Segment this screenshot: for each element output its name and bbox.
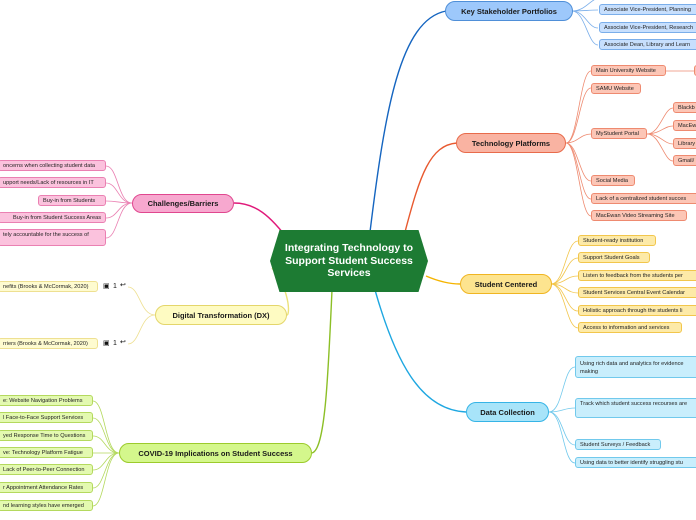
topic-dx[interactable]: Digital Transformation (DX): [155, 305, 287, 325]
topic-covid[interactable]: COVID-19 Implications on Student Success: [119, 443, 312, 463]
link-icon[interactable]: ↩: [120, 339, 126, 346]
leaf-platform-link[interactable]: [694, 65, 696, 76]
leaf-dx[interactable]: nefits (Brooks & McCormak, 2020): [0, 281, 98, 292]
leaf-challenge[interactable]: tely accountable for the success of: [0, 229, 106, 246]
link-icon[interactable]: ↩: [120, 282, 126, 289]
comment-icon[interactable]: ▣: [103, 283, 110, 290]
topic-stakeholders[interactable]: Key Stakeholder Portfolios: [445, 1, 573, 21]
leaf-data-collection[interactable]: Using rich data and analytics for eviden…: [575, 356, 696, 378]
leaf-challenge[interactable]: oncerns when collecting student data: [0, 160, 106, 171]
leaf-portal-item[interactable]: Gmail/: [673, 155, 696, 166]
topic-data-collection[interactable]: Data Collection: [466, 402, 549, 422]
connector-data-collection: [374, 289, 467, 413]
leaf-platform[interactable]: MacEwan Video Streaming Site: [591, 210, 687, 221]
leaf-portal-item[interactable]: Blackb: [673, 102, 696, 113]
topic-stakeholders-label: Key Stakeholder Portfolios: [461, 6, 557, 16]
leaf-covid[interactable]: e: Website Navigation Problems: [0, 395, 93, 406]
leaf-challenge[interactable]: Buy-in from Student Success Areas: [0, 212, 106, 223]
leaf-platform[interactable]: Main University Website: [591, 65, 666, 76]
connector-platforms: [404, 142, 458, 233]
leaf-platform[interactable]: Social Media: [591, 175, 635, 186]
leaf-covid[interactable]: ve: Technology Platform Fatigue: [0, 447, 93, 458]
leaf-platform[interactable]: Lack of a centralized student succes: [591, 193, 696, 204]
leaf-covid[interactable]: l Face-to-Face Support Services: [0, 412, 93, 423]
leaf-student-centered[interactable]: Holistic approach through the students l…: [578, 305, 696, 316]
leaf-stakeholder[interactable]: Associate Vice-President, Research: [599, 22, 696, 33]
leaf-covid[interactable]: yed Response Time to Questions: [0, 430, 93, 441]
leaf-student-centered[interactable]: Access to information and services: [578, 322, 682, 333]
leaf-student-centered[interactable]: Student Services Central Event Calendar: [578, 287, 696, 298]
leaf-student-centered[interactable]: Support Student Goals: [578, 252, 650, 263]
leaf-stakeholder[interactable]: Associate Dean, Library and Learn: [599, 39, 696, 50]
leaf-portal-item[interactable]: MacEw: [673, 120, 696, 131]
topic-challenges-label: Challenges/Barriers: [147, 199, 219, 208]
leaf-data-collection[interactable]: Track which student success recourses ar…: [575, 398, 696, 418]
topic-covid-label: COVID-19 Implications on Student Success: [138, 448, 293, 458]
leaf-data-collection[interactable]: Using data to better identify struggling…: [575, 457, 696, 468]
comment-count: 1: [113, 283, 117, 290]
comment-icon[interactable]: ▣: [103, 340, 110, 347]
leaf-covid[interactable]: r Appointment Attendance Rates: [0, 482, 93, 493]
central-topic-label: Integrating Technology to Support Studen…: [284, 242, 414, 280]
topic-student-centered-label: Student Centered: [474, 279, 538, 289]
leaf-challenge[interactable]: Buy-in from Students: [38, 195, 106, 206]
leaf-data-collection[interactable]: Student Surveys / Feedback: [575, 439, 661, 450]
leaf-covid[interactable]: nd learning styles have emerged: [0, 500, 93, 511]
connector-student-centered: [425, 275, 461, 285]
leaf-stakeholder[interactable]: Associate Vice-President, Planning: [599, 4, 696, 15]
leaf-student-centered[interactable]: Student-ready institution: [578, 235, 656, 246]
leaf-platform[interactable]: MyStudent Portal: [591, 128, 647, 139]
leaf-platform[interactable]: SAMU Website: [591, 83, 641, 94]
topic-platforms-label: Technology Platforms: [471, 138, 551, 148]
connector-covid: [311, 289, 333, 454]
topic-platforms[interactable]: Technology Platforms: [456, 133, 566, 153]
topic-data-collection-label: Data Collection: [480, 407, 535, 417]
leaf-dx[interactable]: rriers (Brooks & McCormak, 2020): [0, 338, 98, 349]
topic-challenges[interactable]: Challenges/Barriers: [132, 194, 234, 213]
comment-count: 1: [113, 340, 117, 347]
leaf-student-centered[interactable]: Listen to feedback from the students per: [578, 270, 696, 281]
connector-stakeholders: [369, 10, 447, 233]
topic-dx-label: Digital Transformation (DX): [172, 310, 270, 320]
leaf-challenge[interactable]: upport needs/Lack of resources in IT: [0, 177, 106, 188]
central-topic[interactable]: Integrating Technology to Support Studen…: [270, 230, 428, 292]
leaf-covid[interactable]: Lack of Peer-to-Peer Connection: [0, 464, 93, 475]
topic-student-centered[interactable]: Student Centered: [460, 274, 552, 294]
leaf-portal-item[interactable]: Library: [673, 138, 696, 149]
